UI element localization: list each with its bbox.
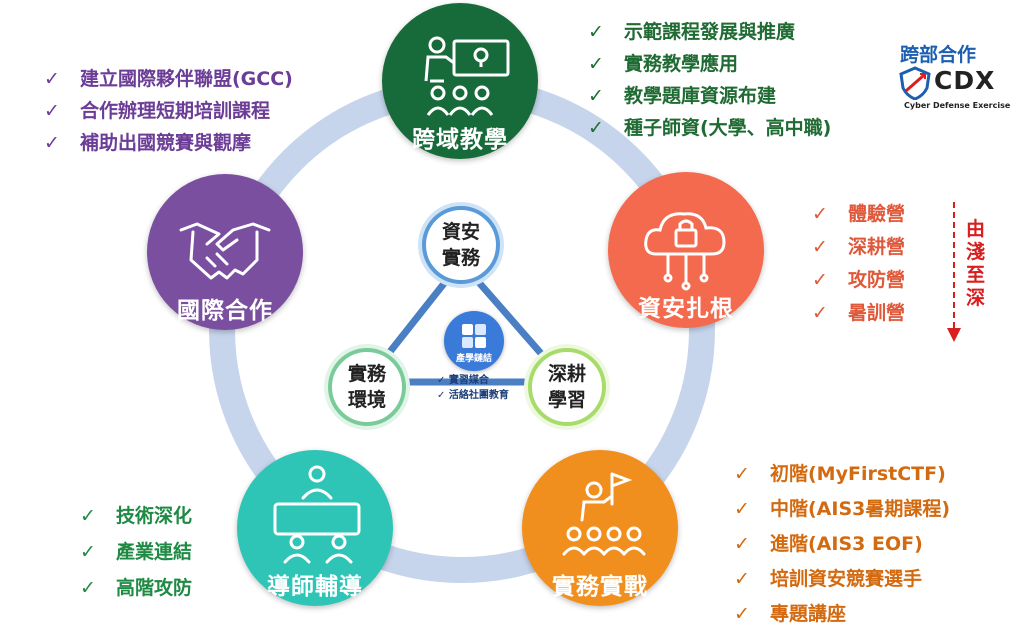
depth-label: 由淺至深 — [966, 218, 986, 309]
inner-node-left: 實務環境 — [328, 348, 406, 426]
teaching-icon — [424, 36, 510, 116]
list-item: ✓中階(AIS3暑期課程) — [734, 498, 951, 520]
list-item: ✓暑訓營 — [812, 302, 906, 324]
node-international: 國際合作 — [147, 174, 303, 330]
node-practical-combat-label: 實務實戰 — [552, 574, 648, 600]
list-item: ✓初階(MyFirstCTF) — [734, 463, 946, 485]
list-item: ✓體驗營 — [812, 203, 906, 225]
node-cross-domain: 跨域教學 — [382, 3, 538, 159]
center-items: ✓ 實習媒合 ✓ 活絡社團教育 — [437, 373, 509, 403]
cloud-lock-icon — [644, 212, 726, 291]
list-item: ✓技術深化 — [80, 505, 193, 527]
list-item: ✓實務教學應用 — [588, 53, 739, 75]
inner-node-top: 資安實務 — [422, 206, 500, 284]
logo-name: CDX — [934, 66, 996, 95]
center-item: ✓ 實習媒合 — [437, 375, 489, 386]
node-security-root-label: 資安扎根 — [638, 296, 734, 322]
list-item: ✓產業連結 — [80, 541, 193, 563]
puzzle-icon — [462, 324, 486, 348]
list-item: ✓攻防營 — [812, 269, 906, 291]
leader-flag-icon — [562, 472, 646, 556]
node-security-root: 資安扎根 — [608, 172, 764, 328]
node-cross-domain-label: 跨域教學 — [412, 127, 508, 153]
list-practical-combat: ✓初階(MyFirstCTF) ✓中階(AIS3暑期課程) ✓進階(AIS3 E… — [734, 457, 950, 632]
center-badge: 產學鏈結 — [444, 311, 504, 371]
list-security-root: ✓體驗營 ✓深耕營 ✓攻防營 ✓暑訓營 — [812, 198, 905, 330]
node-mentor: 導師輔導 — [237, 450, 393, 606]
list-item: ✓示範課程發展與推廣 — [588, 21, 796, 43]
list-international: ✓建立國際夥伴聯盟(GCC) ✓合作辦理短期培訓課程 ✓補助出國競賽與觀摩 — [44, 63, 293, 159]
list-item: ✓合作辦理短期培訓課程 — [44, 100, 271, 122]
list-item: ✓補助出國競賽與觀摩 — [44, 132, 252, 154]
handshake-icon — [179, 222, 271, 280]
list-item: ✓專題講座 — [734, 603, 847, 625]
node-international-label: 國際合作 — [177, 298, 273, 324]
list-mentor: ✓技術深化 ✓產業連結 ✓高階攻防 — [80, 498, 192, 606]
center-badge-label: 產學鏈結 — [455, 354, 492, 364]
meeting-icon — [273, 465, 361, 564]
list-item: ✓高階攻防 — [80, 577, 193, 599]
list-item: ✓進階(AIS3 EOF) — [734, 533, 923, 555]
node-mentor-label: 導師輔導 — [267, 574, 363, 600]
cdx-shield-icon — [899, 66, 931, 100]
node-practical-combat: 實務實戰 — [522, 450, 678, 606]
depth-arrow-icon — [947, 202, 961, 342]
list-item: ✓建立國際夥伴聯盟(GCC) — [44, 68, 293, 90]
center-item: ✓ 活絡社團教育 — [437, 390, 509, 401]
list-item: ✓深耕營 — [812, 236, 906, 258]
list-item: ✓種子師資(大學、高中職) — [588, 117, 832, 139]
list-cross-domain: ✓示範課程發展與推廣 ✓實務教學應用 ✓教學題庫資源布建 ✓種子師資(大學、高中… — [588, 16, 831, 144]
logo-caption: 跨部合作 — [900, 44, 977, 66]
list-item: ✓培訓資安競賽選手 — [734, 568, 923, 590]
list-item: ✓教學題庫資源布建 — [588, 85, 777, 107]
inner-node-right: 深耕學習 — [528, 348, 606, 426]
logo-subtitle: Cyber Defense Exercise — [904, 101, 1011, 110]
